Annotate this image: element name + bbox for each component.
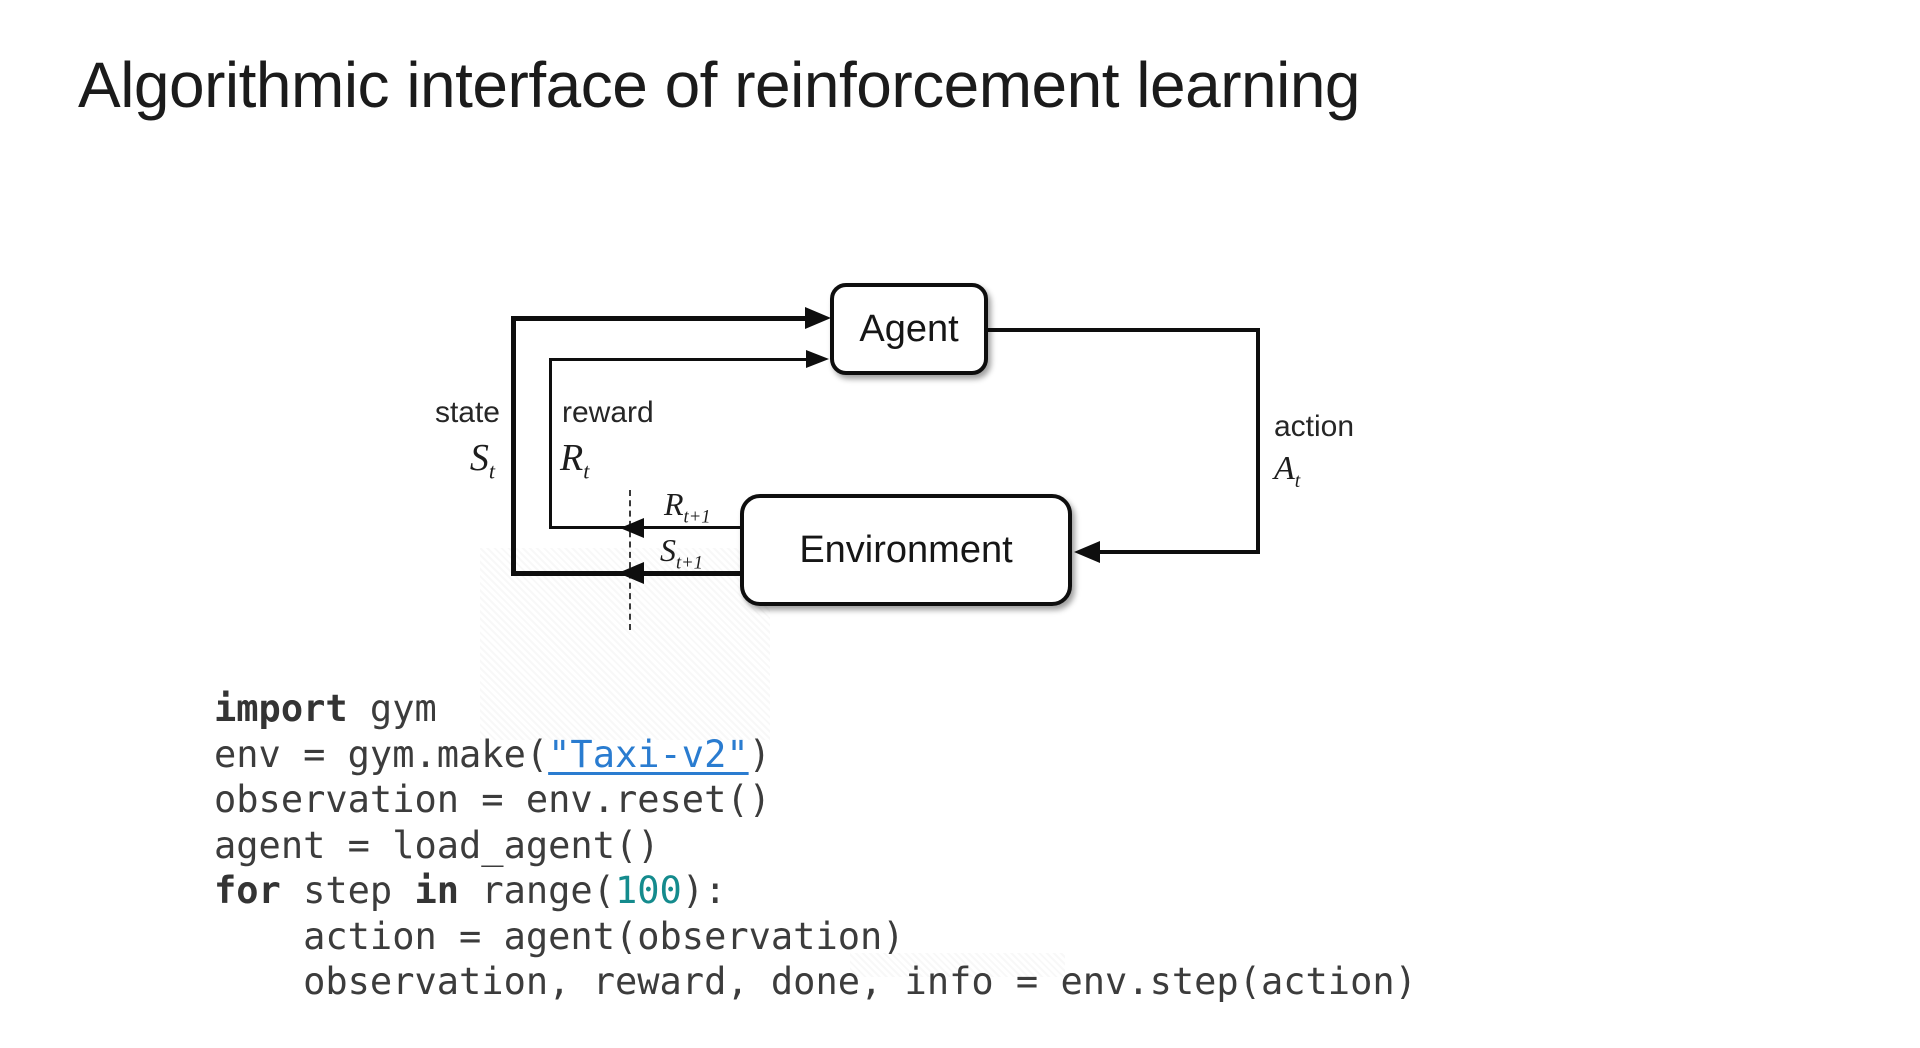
action-line-top [988,328,1260,332]
arrowhead-action-into-environment-icon [1074,541,1100,563]
agent-label: Agent [859,307,959,350]
code-token-plain: range( [459,869,615,912]
action-line-bottom [1098,550,1260,554]
arrowhead-state-into-agent-icon [805,307,831,329]
code-line: agent = load_agent() [214,823,1417,869]
agent-box: Agent [830,283,988,375]
code-token-kw: for [214,869,281,912]
code-token-plain: observation, reward, done, info = env.st… [214,960,1417,1003]
code-token-plain: ): [681,869,727,912]
action-symbol: At [1274,450,1301,492]
code-token-num: 100 [614,869,682,912]
page-title: Algorithmic interface of reinforcement l… [78,49,1361,121]
arrowhead-reward-into-agent-icon [806,350,829,368]
bitmap-artifact-band [850,953,1065,977]
code-token-kw: in [414,869,460,912]
state-line-left [511,316,516,576]
code-token-plain: action = agent(observation) [214,914,905,958]
reward-line-top [549,358,807,361]
code-token-plain: agent = load_agent() [214,823,660,867]
state-label: state [434,396,500,429]
code-line: import gym [214,686,1417,732]
next-reward-symbol: Rt+1 [664,486,711,528]
code-line: for step in range(100): [214,868,1417,914]
reward-symbol: Rt [560,437,590,484]
time-boundary-dashed-line [629,490,631,630]
state-line-top [511,316,806,321]
reward-line-left [549,358,552,528]
code-token-plain: ) [748,732,771,776]
arrowhead-next-state-icon [618,562,644,584]
action-label: action [1274,410,1355,443]
code-token-kw: import [214,687,348,730]
state-symbol: St [469,437,495,484]
code-line: env = gym.make("Taxi-v2") [214,732,1417,778]
code-line: observation = env.reset() [214,777,1417,823]
code-line: action = agent(observation) [214,914,1417,960]
environment-box: Environment [740,494,1072,606]
environment-label: Environment [799,528,1013,571]
reward-label: reward [562,396,654,429]
code-token-plain: gym [347,687,437,730]
next-state-symbol: St+1 [660,532,703,574]
code-line: observation, reward, done, info = env.st… [214,959,1417,1005]
next-reward-line [549,526,740,529]
code-token-plain: step [280,869,415,912]
code-token-plain: observation = env.reset() [214,778,771,821]
arrowhead-next-reward-icon [620,518,644,538]
code-link-taxi-v2[interactable]: "Taxi-v2" [548,732,749,776]
action-line-right [1256,328,1260,554]
code-token-plain: env = gym.make( [214,732,549,776]
